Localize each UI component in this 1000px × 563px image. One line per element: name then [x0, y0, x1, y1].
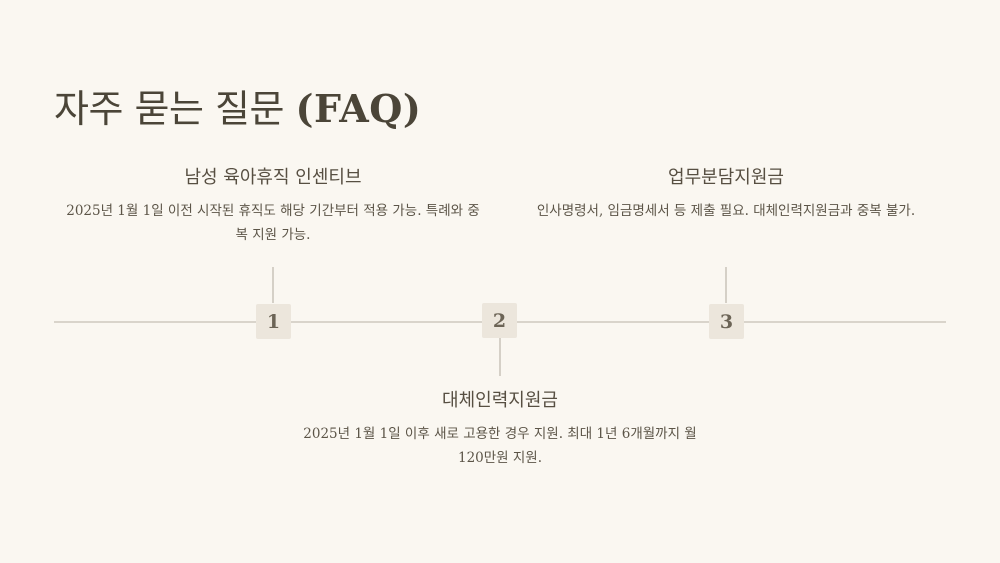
faq-item-3-description: 인사명령서, 임금명세서 등 제출 필요. 대체인력지원금과 중복 불가. — [536, 203, 916, 219]
faq-item-1-description: 2025년 1월 1일 이전 시작된 휴직도 해당 기간부터 적용 가능. 특례… — [66, 203, 480, 243]
faq-item-2-title: 대체인력지원금 — [442, 390, 558, 411]
faq-item-3-connector — [725, 267, 727, 303]
faq-item-2-description: 2025년 1월 1일 이후 새로 고용한 경우 지원. 최대 1년 6개월까지… — [303, 426, 697, 466]
faq-item-2-number: 2 — [482, 303, 517, 338]
page-title-main: 자주 묻는 질문 — [54, 87, 284, 131]
faq-item-3-title: 업무분담지원금 — [668, 167, 784, 188]
faq-item-1-title: 남성 육아휴직 인센티브 — [184, 167, 362, 188]
faq-item-1: 남성 육아휴직 인센티브 2025년 1월 1일 이전 시작된 휴직도 해당 기… — [66, 166, 480, 247]
faq-item-2: 대체인력지원금 2025년 1월 1일 이후 새로 고용한 경우 지원. 최대 … — [292, 389, 708, 470]
faq-item-3-number: 3 — [709, 304, 744, 339]
faq-item-2-connector — [499, 338, 501, 376]
page-title: 자주 묻는 질문 (FAQ) — [54, 84, 421, 134]
faq-item-1-connector — [272, 267, 274, 303]
faq-item-3: 업무분담지원금 인사명령서, 임금명세서 등 제출 필요. 대체인력지원금과 중… — [518, 166, 934, 223]
page-title-abbreviation: (FAQ) — [295, 86, 422, 131]
faq-item-1-number: 1 — [256, 304, 291, 339]
